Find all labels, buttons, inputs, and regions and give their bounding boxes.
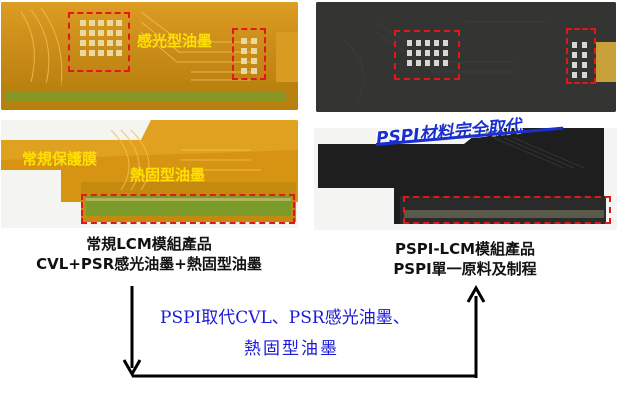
marker-pads-top-right-a bbox=[394, 30, 460, 80]
caption-conventional-line2: CVL+PSR感光油墨+熱固型油墨 bbox=[36, 255, 262, 273]
marker-pads-top-right-b bbox=[566, 28, 596, 84]
flex-circuit-bottom-graphic bbox=[1, 120, 298, 228]
caption-pspi-line2: PSPI單一原料及制程 bbox=[393, 260, 537, 278]
caption-pspi-line1: PSPI-LCM模組產品 bbox=[394, 240, 536, 258]
photo-pspi-flex-bottom bbox=[314, 128, 617, 230]
flow-text-line1: PSPI取代CVL、PSR感光油墨、 bbox=[160, 308, 410, 328]
photo-conventional-flex-bottom bbox=[1, 120, 298, 228]
flex-circuit-pspi-bottom-graphic bbox=[314, 128, 617, 230]
label-photosensitive-ink: 感光型油墨 bbox=[137, 32, 213, 50]
marker-edge-bottom-right bbox=[403, 196, 611, 224]
marker-pads-top-left-b bbox=[232, 28, 266, 80]
photo-pspi-flex-top bbox=[316, 2, 616, 112]
flex-circuit-pspi-top-graphic bbox=[316, 2, 616, 112]
marker-pads-top-left-a bbox=[68, 12, 130, 72]
label-thermosetting-ink: 熱固型油墨 bbox=[130, 166, 206, 184]
flow-text-line2: 熱固型油墨 bbox=[244, 339, 339, 359]
marker-edge-bottom-left bbox=[81, 194, 295, 224]
photo-conventional-flex-top bbox=[1, 2, 298, 110]
caption-conventional-line1: 常規LCM模組產品 bbox=[86, 235, 212, 253]
flow-arrow bbox=[122, 284, 486, 378]
flex-circuit-top-graphic bbox=[1, 2, 298, 110]
label-coverlay: 常規保護膜 bbox=[22, 150, 98, 168]
